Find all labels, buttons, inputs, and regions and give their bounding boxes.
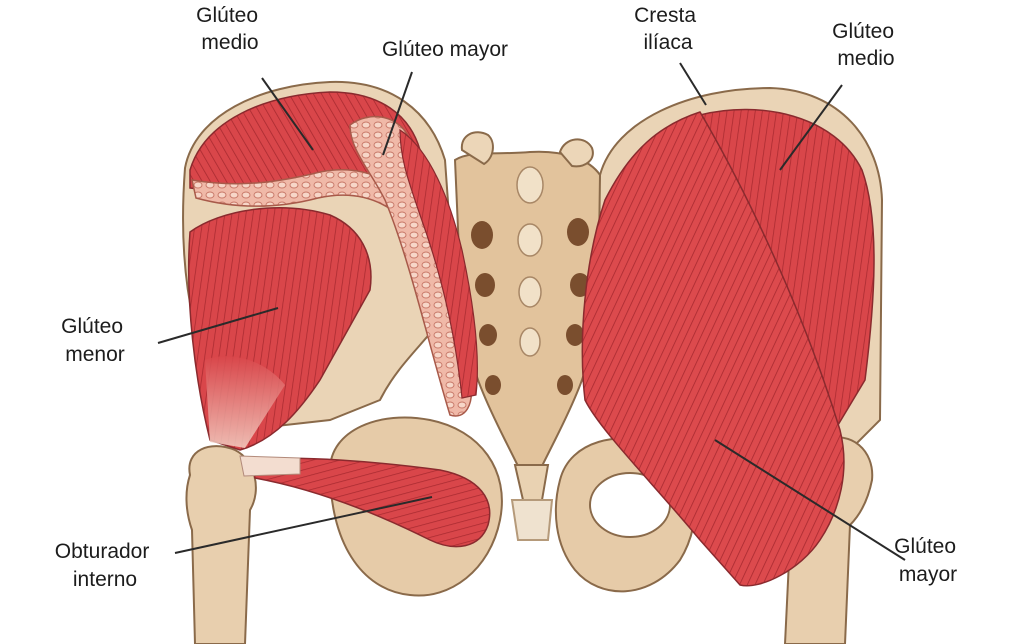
median-sacral-crest (516, 166, 544, 357)
coccyx (513, 464, 550, 501)
left-femur (185, 445, 257, 644)
sacral-process-left (460, 131, 494, 166)
label-gluteo-menor: Glúteo menor (61, 315, 129, 366)
leader-gluteo-mayor-top (382, 71, 413, 156)
right-gluteus-maximus (581, 111, 845, 587)
sacral-foramina (471, 218, 590, 395)
leader-gluteo-medio-right (779, 84, 843, 171)
leader-lines (157, 62, 906, 561)
leader-cresta-iliaca (679, 62, 707, 106)
label-obturador-interno: Obturador interno (55, 540, 155, 591)
pubic-symphysis (510, 499, 554, 541)
left-gluteus-maximus-strip-fiber (399, 128, 478, 399)
obturator-internus (249, 457, 491, 548)
label-gluteo-medio-left: Glúteo medio (196, 4, 264, 54)
obturator-internus-tendon (239, 455, 301, 477)
leader-gluteo-menor (157, 307, 279, 344)
sacral-process-right (558, 138, 594, 168)
leader-obturador-interno (174, 496, 433, 554)
left-gluteus-minimus-tendon (205, 356, 285, 448)
label-gluteo-mayor-top: Glúteo mayor (382, 38, 508, 61)
leader-gluteo-medio-left (261, 77, 314, 151)
label-cresta-iliaca: Cresta ilíaca (634, 4, 702, 54)
label-gluteo-mayor-right: Glúteo mayor (894, 535, 962, 586)
leader-gluteo-mayor-right (714, 439, 906, 561)
label-gluteo-medio-right: Glúteo medio (832, 20, 900, 70)
